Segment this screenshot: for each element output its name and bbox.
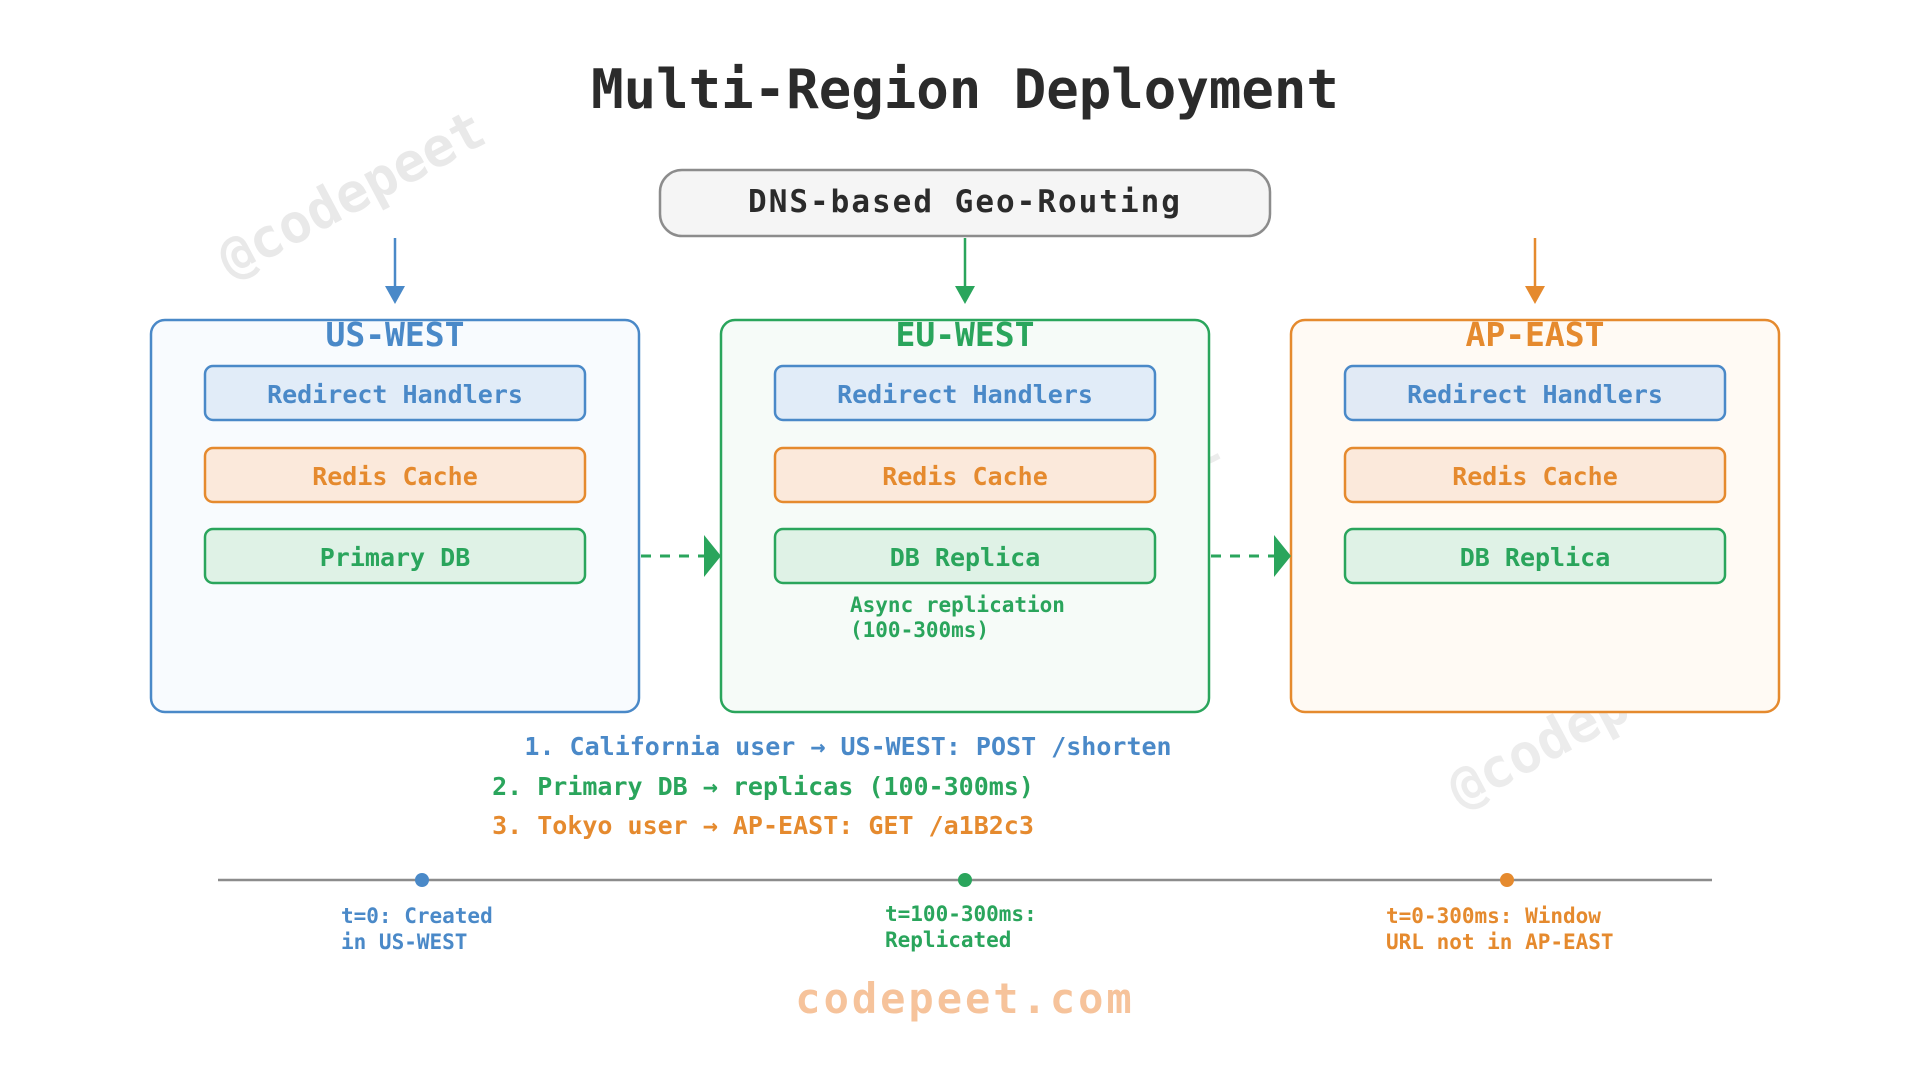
step-3: 3. Tokyo user → AP-EAST: GET /a1B2c3 bbox=[492, 811, 1034, 840]
timeline-point-window bbox=[1500, 873, 1514, 887]
step-2: 2. Primary DB → replicas (100-300ms) bbox=[492, 772, 1034, 801]
timeline-label-window-line1: t=0-300ms: Window bbox=[1386, 904, 1601, 928]
region-eu-west: EU-WEST Redirect Handlers Redis Cache DB… bbox=[719, 315, 1211, 714]
timeline: t=0: Created in US-WEST t=100-300ms: Rep… bbox=[218, 873, 1712, 954]
eu-west-redirect-handlers bbox=[773, 364, 1157, 422]
eu-west-redis-cache bbox=[773, 446, 1157, 504]
replication-note-line1: Async replication bbox=[850, 593, 1065, 617]
timeline-label-window-line2: URL not in AP-EAST bbox=[1386, 930, 1614, 954]
timeline-label-replicated-line1: t=100-300ms: bbox=[885, 902, 1037, 926]
dns-arrow-ap-east bbox=[1525, 238, 1545, 304]
page-title: Multi-Region Deployment bbox=[591, 58, 1339, 121]
us-west-primary-db-label: Primary DB bbox=[320, 543, 471, 572]
step-1: 1. California user → US-WEST: POST /shor… bbox=[524, 732, 1171, 761]
dns-arrow-us-west bbox=[385, 238, 405, 304]
timeline-point-created bbox=[415, 873, 429, 887]
region-us-west: US-WEST Redirect Handlers Redis Cache Pr… bbox=[149, 315, 641, 714]
dns-routing-box: DNS-based Geo-Routing bbox=[658, 168, 1272, 238]
region-ap-east: AP-EAST Redirect Handlers Redis Cache DB… bbox=[1289, 315, 1781, 714]
footer-brand: codepeet.com bbox=[795, 974, 1134, 1023]
ap-east-redis-cache bbox=[1343, 446, 1727, 504]
eu-west-db-replica bbox=[773, 527, 1157, 585]
timeline-label-created-line1: t=0: Created bbox=[341, 904, 493, 928]
replication-note-line2: (100-300ms) bbox=[850, 618, 989, 642]
us-west-redis-cache-label: Redis Cache bbox=[312, 462, 478, 491]
eu-west-redirect-handlers-label: Redirect Handlers bbox=[837, 380, 1093, 409]
eu-west-db-replica-label: DB Replica bbox=[890, 543, 1041, 572]
eu-west-redis-cache-label: Redis Cache bbox=[882, 462, 1048, 491]
timeline-point-replicated bbox=[958, 873, 972, 887]
ap-east-redis-cache-label: Redis Cache bbox=[1452, 462, 1618, 491]
watermark-1: @codepeet bbox=[207, 97, 495, 290]
region-ap-east-title: AP-EAST bbox=[1465, 315, 1604, 354]
region-eu-west-title: EU-WEST bbox=[895, 315, 1034, 354]
us-west-redis-cache bbox=[203, 446, 587, 504]
dns-routing-label: DNS-based Geo-Routing bbox=[748, 184, 1182, 220]
us-west-primary-db bbox=[203, 527, 587, 585]
us-west-redirect-handlers bbox=[203, 364, 587, 422]
replication-arrow-eu-to-ap bbox=[1211, 535, 1291, 577]
timeline-label-replicated-line2: Replicated bbox=[885, 928, 1011, 952]
ap-east-db-replica-label: DB Replica bbox=[1460, 543, 1611, 572]
ap-east-db-replica bbox=[1343, 527, 1727, 585]
region-us-west-title: US-WEST bbox=[325, 315, 464, 354]
timeline-label-created-line2: in US-WEST bbox=[341, 930, 467, 954]
ap-east-redirect-handlers bbox=[1343, 364, 1727, 422]
replication-arrow-us-to-eu bbox=[641, 535, 721, 577]
dns-arrow-eu-west bbox=[955, 238, 975, 304]
us-west-redirect-handlers-label: Redirect Handlers bbox=[267, 380, 523, 409]
ap-east-redirect-handlers-label: Redirect Handlers bbox=[1407, 380, 1663, 409]
